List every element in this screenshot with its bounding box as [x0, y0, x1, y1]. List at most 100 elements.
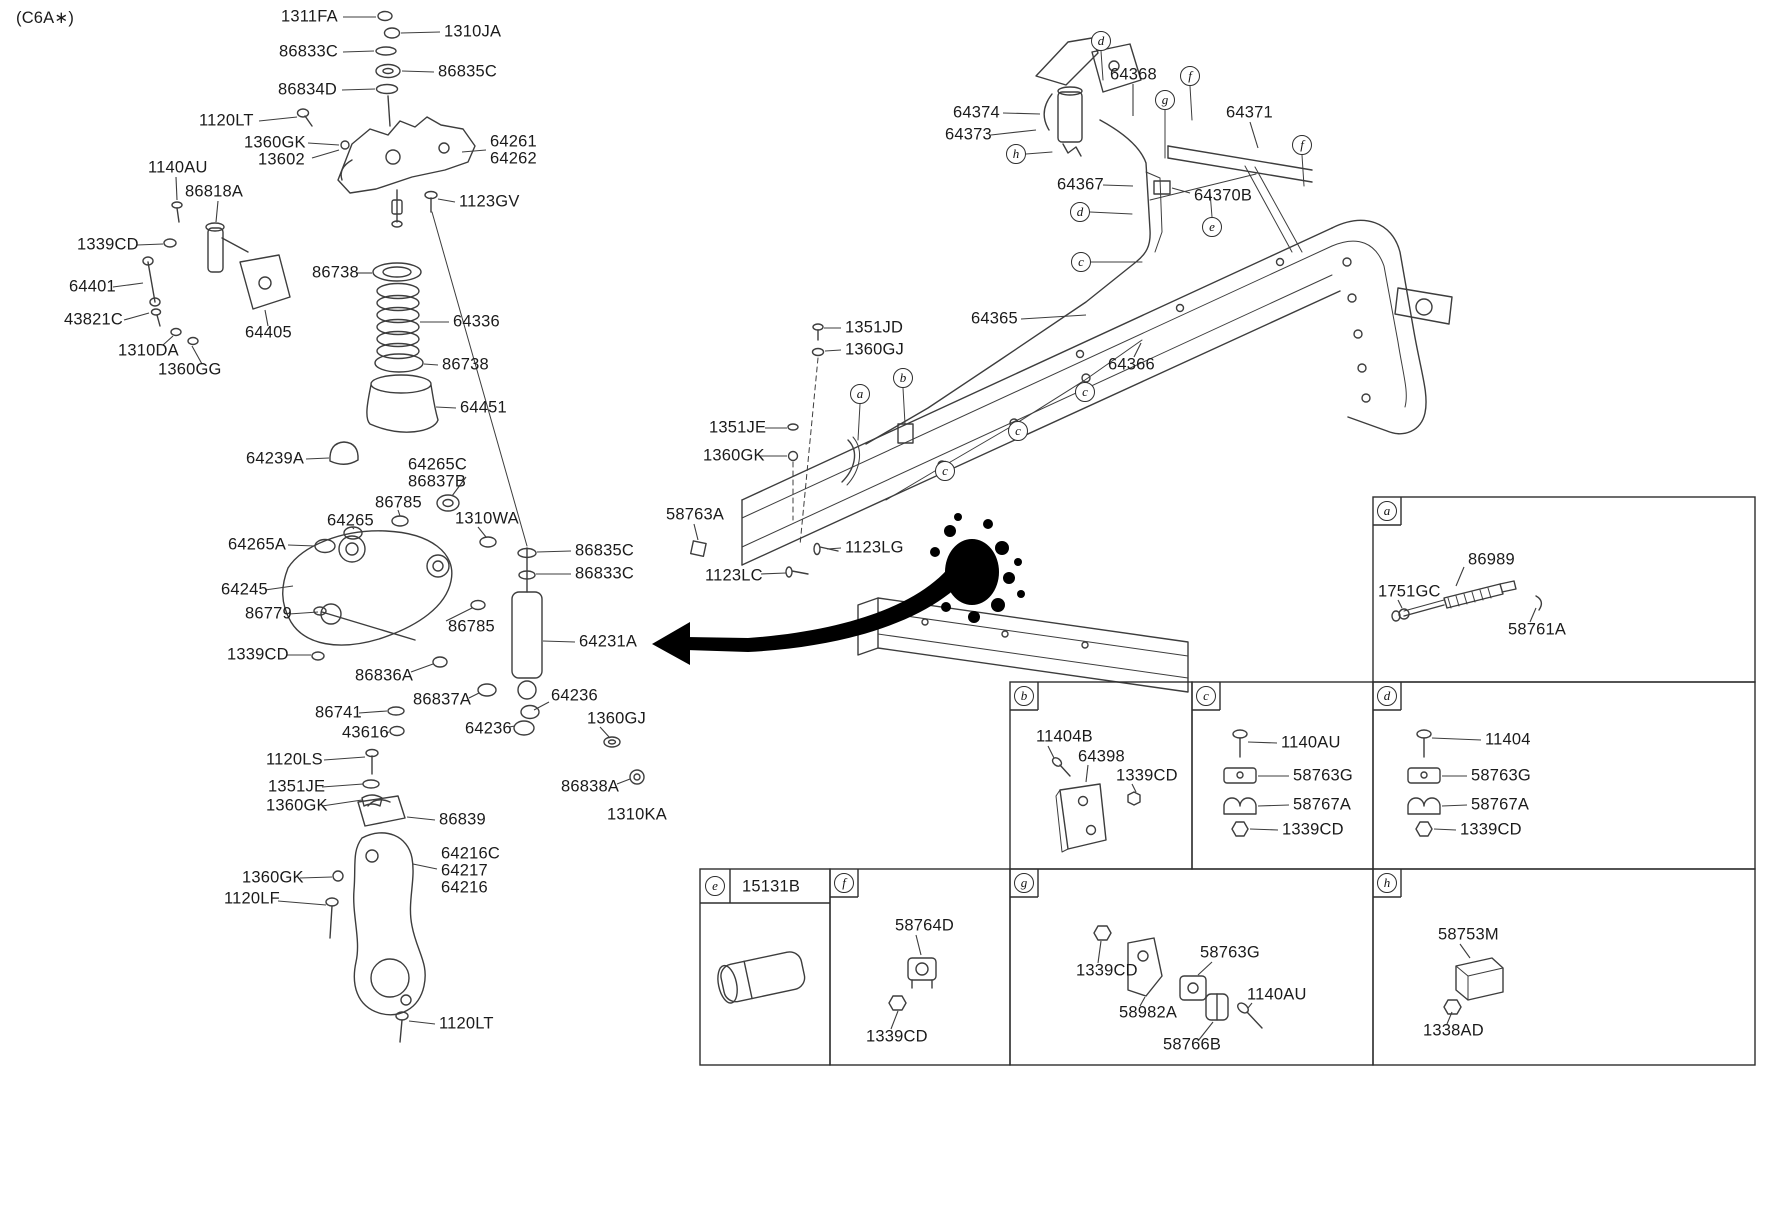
leader-line	[351, 526, 355, 530]
leader-line	[175, 176, 178, 201]
callout-c: c	[1008, 421, 1028, 441]
part-label-1123gv: 1123GV	[459, 192, 520, 211]
part-label-1360gk: 1360GK	[242, 868, 304, 887]
part-label-1310da: 1310DA	[118, 341, 179, 360]
bracket-64398-drawing	[1051, 757, 1141, 853]
part-label-86839: 86839	[439, 810, 486, 829]
part-label-86738: 86738	[312, 263, 359, 282]
leader-line	[1131, 783, 1137, 793]
part-label-86989: 86989	[1468, 550, 1515, 569]
trailing-arm-drawing	[282, 494, 497, 668]
leader-line	[321, 799, 363, 807]
part-label-64265c: 64265C	[408, 455, 467, 474]
part-label-1360gk: 1360GK	[244, 133, 306, 152]
diagram-code: (C6A∗)	[16, 9, 75, 27]
part-label-64373: 64373	[945, 125, 992, 144]
crossmember-drawing	[337, 116, 476, 228]
leader-line	[401, 70, 435, 73]
leader-line	[1249, 828, 1279, 831]
leader-line	[477, 526, 487, 538]
part-label-86837a: 86837A	[413, 690, 472, 709]
part-label-86785: 86785	[375, 493, 422, 512]
part-label-86835c: 86835C	[575, 541, 634, 560]
callout-e: e	[1202, 217, 1222, 237]
leader-line	[408, 1020, 436, 1025]
part-label-64336: 64336	[453, 312, 500, 331]
part-label-1310ja: 1310JA	[444, 22, 502, 41]
callout-d: d	[1070, 202, 1090, 222]
part-label-86738: 86738	[442, 355, 489, 374]
leader-line	[461, 149, 487, 153]
callout-f: f	[834, 873, 854, 893]
leader-line	[1171, 187, 1191, 194]
leader-line	[277, 900, 327, 906]
part-label-64236: 64236	[465, 719, 512, 738]
leader-line	[1249, 121, 1259, 149]
leader-line	[136, 243, 164, 246]
leader-line	[299, 876, 333, 879]
part-label-1339cd: 1339CD	[1282, 820, 1344, 839]
part-label-64371: 64371	[1226, 103, 1273, 122]
small-fasteners-right-drawing	[689, 323, 839, 578]
leader-line	[1459, 943, 1471, 959]
leader-line	[1397, 599, 1403, 609]
part-label-1123lc: 1123LC	[705, 566, 763, 585]
parts-g-drawing	[1093, 925, 1263, 1029]
leader-line	[123, 312, 150, 321]
part-label-1338ad: 1338AD	[1423, 1021, 1484, 1040]
part-label-86837b: 86837B	[408, 472, 467, 491]
leader-line	[358, 710, 388, 714]
part-label-64405: 64405	[245, 323, 292, 342]
hose-86989-drawing	[1391, 580, 1543, 622]
callout-c: c	[935, 461, 955, 481]
leader-line	[323, 756, 366, 761]
part-label-58763g: 58763G	[1471, 766, 1531, 785]
frame-rail-drawing	[741, 227, 1341, 566]
leader-line	[264, 585, 294, 591]
leader-line	[1097, 940, 1102, 964]
leader-line	[1247, 1002, 1253, 1009]
part-label-64374: 64374	[953, 103, 1000, 122]
part-label-1351je: 1351JE	[268, 777, 326, 796]
frame-rear-drawing	[1331, 219, 1453, 435]
callout-c: c	[1075, 382, 1095, 402]
part-label-64265: 64265	[327, 511, 374, 530]
part-label-64401: 64401	[69, 277, 116, 296]
part-label-1140au: 1140AU	[1281, 733, 1341, 752]
dynamic-overlay	[112, 16, 1756, 1066]
leader-line	[112, 282, 144, 288]
leader-line	[1529, 607, 1537, 623]
part-label-86818a: 86818A	[185, 182, 244, 201]
part-label-64239a: 64239A	[246, 449, 305, 468]
part-label-1360gk: 1360GK	[266, 796, 328, 815]
part-label-1339cd: 1339CD	[866, 1027, 928, 1046]
leader-line	[1139, 996, 1146, 1007]
part-label-1351je: 1351JE	[709, 418, 767, 437]
leader-line	[191, 345, 203, 365]
part-label-1140au: 1140AU	[1247, 985, 1307, 1004]
part-label-64245: 64245	[221, 580, 268, 599]
leader-line	[693, 523, 699, 541]
part-label-43616: 43616	[342, 723, 389, 742]
part-label-1351jd: 1351JD	[845, 318, 904, 337]
leader-line	[1002, 112, 1041, 115]
leader-line	[826, 547, 842, 550]
flow-arrow	[652, 513, 1025, 665]
part-label-1123lg: 1123LG	[845, 538, 904, 557]
part-label-58982a: 58982A	[1119, 1003, 1178, 1022]
leader-line	[1102, 184, 1134, 187]
part-label-11404: 11404	[1485, 730, 1531, 749]
callout-a: a	[850, 384, 870, 404]
knuckle-drawing	[325, 832, 426, 1043]
leader-line	[616, 778, 631, 785]
part-label-64451: 64451	[460, 398, 507, 417]
leader-line	[288, 611, 319, 615]
leader-line	[397, 509, 401, 517]
callout-c: c	[1071, 252, 1091, 272]
callout-h: h	[1377, 873, 1397, 893]
part-label-58753m: 58753M	[1438, 925, 1499, 944]
shock-absorber-drawing	[387, 547, 645, 785]
part-label-13602: 13602	[258, 150, 305, 169]
